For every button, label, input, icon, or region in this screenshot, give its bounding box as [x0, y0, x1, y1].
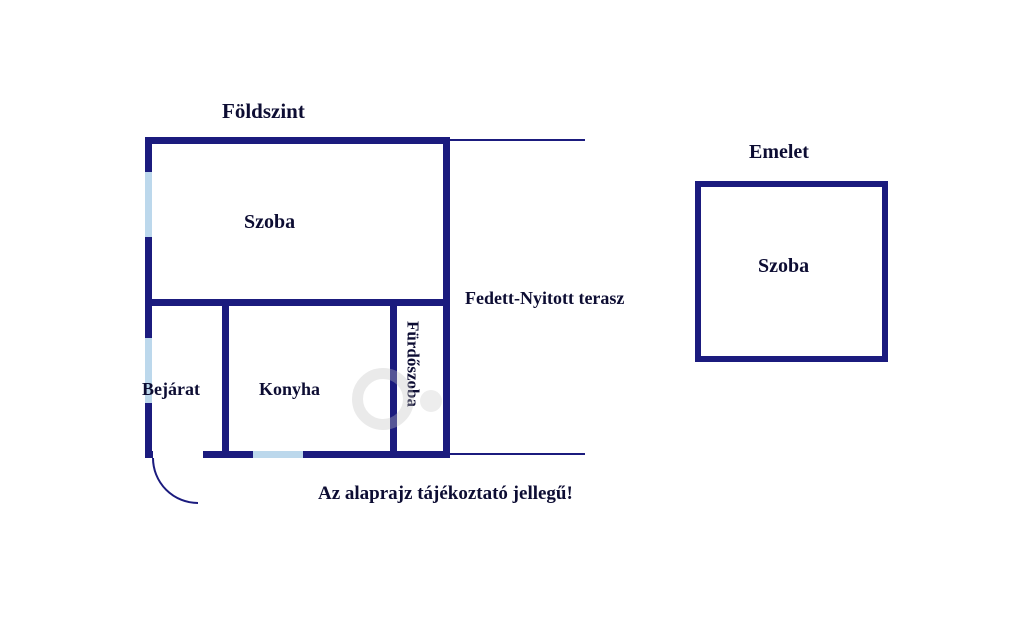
room-label-szoba-ground: Szoba: [244, 211, 296, 233]
terrace-label: Fedett-Nyitott terasz: [465, 288, 625, 308]
wall-szoba-divider: [145, 299, 450, 306]
disclaimer-text: Az alaprajz tájékoztató jellegű!: [318, 483, 573, 504]
ground-floor-title: Földszint: [222, 99, 305, 123]
watermark-logo: [352, 368, 414, 430]
upper-floor-title: Emelet: [749, 141, 809, 163]
window-bejarat-left: [145, 338, 152, 403]
wall-bejarat-konyha: [222, 299, 229, 458]
upper-floor-outer-wall: [695, 181, 888, 362]
door-swing-arc: [152, 457, 199, 504]
room-label-szoba-upper: Szoba: [758, 255, 810, 277]
watermark-dot: [420, 390, 442, 412]
room-label-konyha: Konyha: [259, 379, 321, 399]
window-konyha-bottom: [253, 451, 303, 458]
door-opening: [153, 451, 203, 458]
window-szoba-left: [145, 172, 152, 237]
terrace-line-bottom: [450, 453, 585, 455]
terrace-line-top: [450, 139, 585, 141]
room-label-bejarat: Bejárat: [142, 379, 200, 399]
